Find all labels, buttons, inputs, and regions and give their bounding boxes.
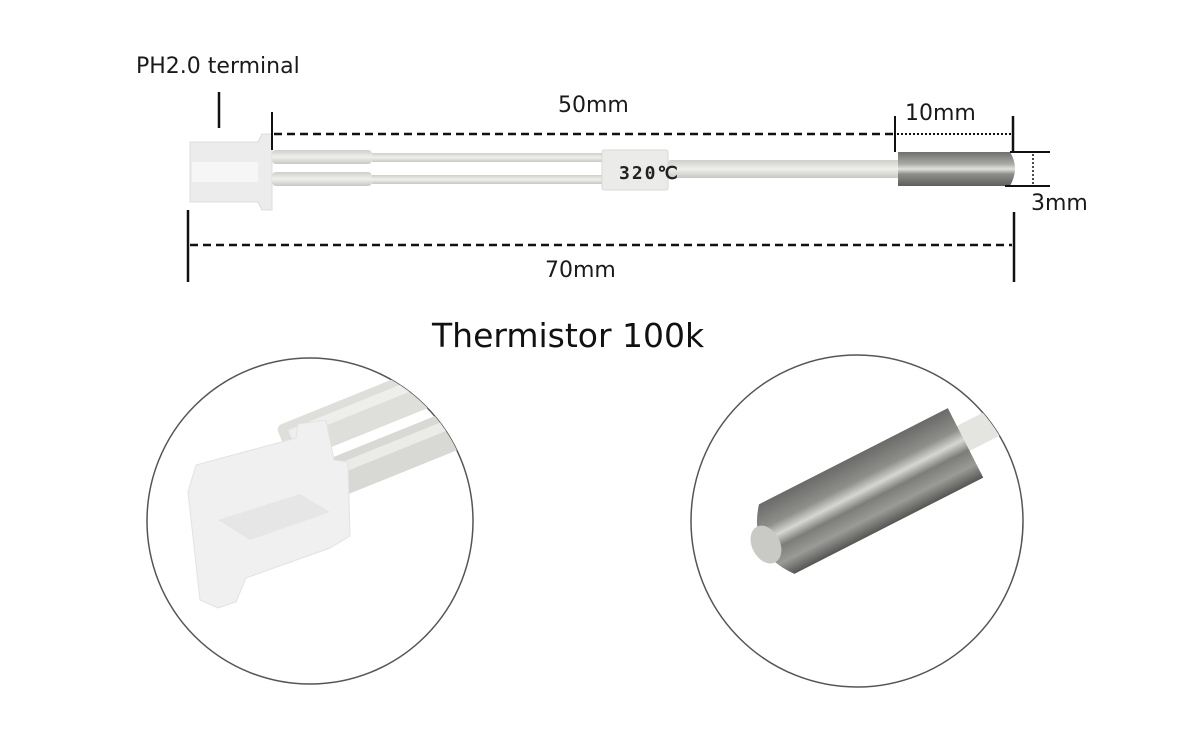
dimension-3mm — [1005, 151, 1050, 187]
probe-length-label: 10mm — [905, 101, 976, 126]
wire-pair — [272, 150, 900, 186]
terminal-label: PH2.0 terminal — [136, 54, 300, 79]
probe-diameter-label: 3mm — [1031, 191, 1088, 216]
dimension-10mm — [894, 116, 1015, 152]
wire-length-label: 50mm — [558, 93, 629, 118]
connector-drawing — [189, 133, 273, 211]
diagram-title: Thermistor 100k — [432, 316, 705, 355]
sleeve-marking: 320℃ — [619, 163, 680, 184]
connector-closeup — [146, 357, 474, 685]
total-length-label: 70mm — [545, 258, 616, 283]
probe-drawing — [898, 152, 1015, 186]
probe-closeup — [690, 354, 1024, 688]
heat-sleeve — [601, 149, 669, 191]
dimension-70mm — [186, 210, 1016, 282]
dimension-50mm — [271, 112, 893, 150]
